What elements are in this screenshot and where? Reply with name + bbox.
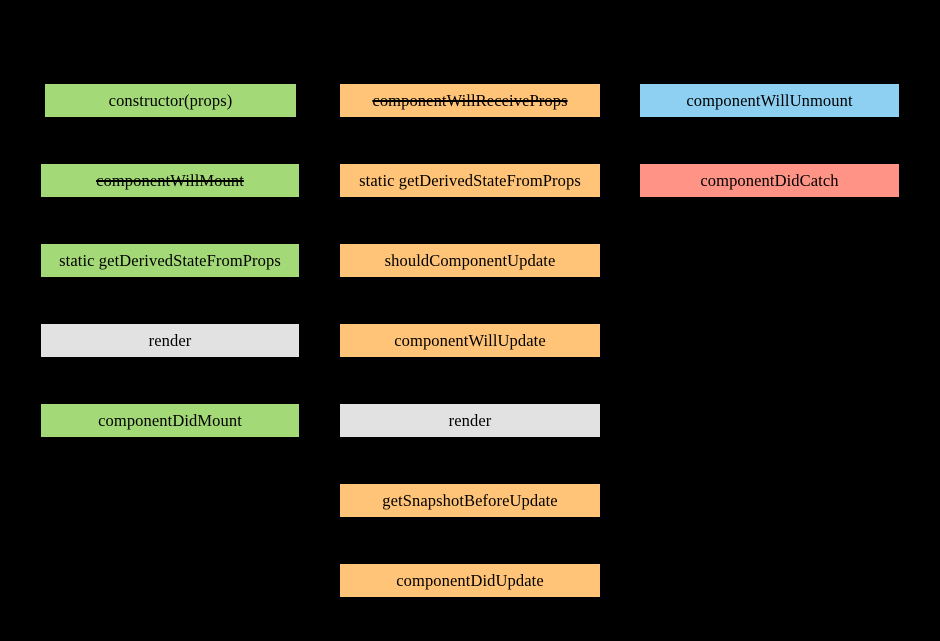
lifecycle-box-should-component-update[interactable]: shouldComponentUpdate xyxy=(340,244,600,277)
lifecycle-box-component-will-unmount[interactable]: componentWillUnmount xyxy=(640,84,899,117)
lifecycle-box-component-will-mount[interactable]: componentWillMount xyxy=(41,164,299,197)
lifecycle-box-component-will-update[interactable]: componentWillUpdate xyxy=(340,324,600,357)
lifecycle-box-get-snapshot-before-update[interactable]: getSnapshotBeforeUpdate xyxy=(340,484,600,517)
lifecycle-box-get-derived-state-from-props-update[interactable]: static getDerivedStateFromProps xyxy=(340,164,600,197)
lifecycle-box-component-will-receive-props[interactable]: componentWillReceiveProps xyxy=(340,84,600,117)
lifecycle-box-get-derived-state-from-props-mount[interactable]: static getDerivedStateFromProps xyxy=(41,244,299,277)
lifecycle-box-component-did-catch[interactable]: componentDidCatch xyxy=(640,164,899,197)
lifecycle-box-component-did-update[interactable]: componentDidUpdate xyxy=(340,564,600,597)
lifecycle-box-component-did-mount[interactable]: componentDidMount xyxy=(41,404,299,437)
lifecycle-box-render-mount[interactable]: render xyxy=(41,324,299,357)
lifecycle-box-constructor[interactable]: constructor(props) xyxy=(45,84,296,117)
lifecycle-box-render-update[interactable]: render xyxy=(340,404,600,437)
